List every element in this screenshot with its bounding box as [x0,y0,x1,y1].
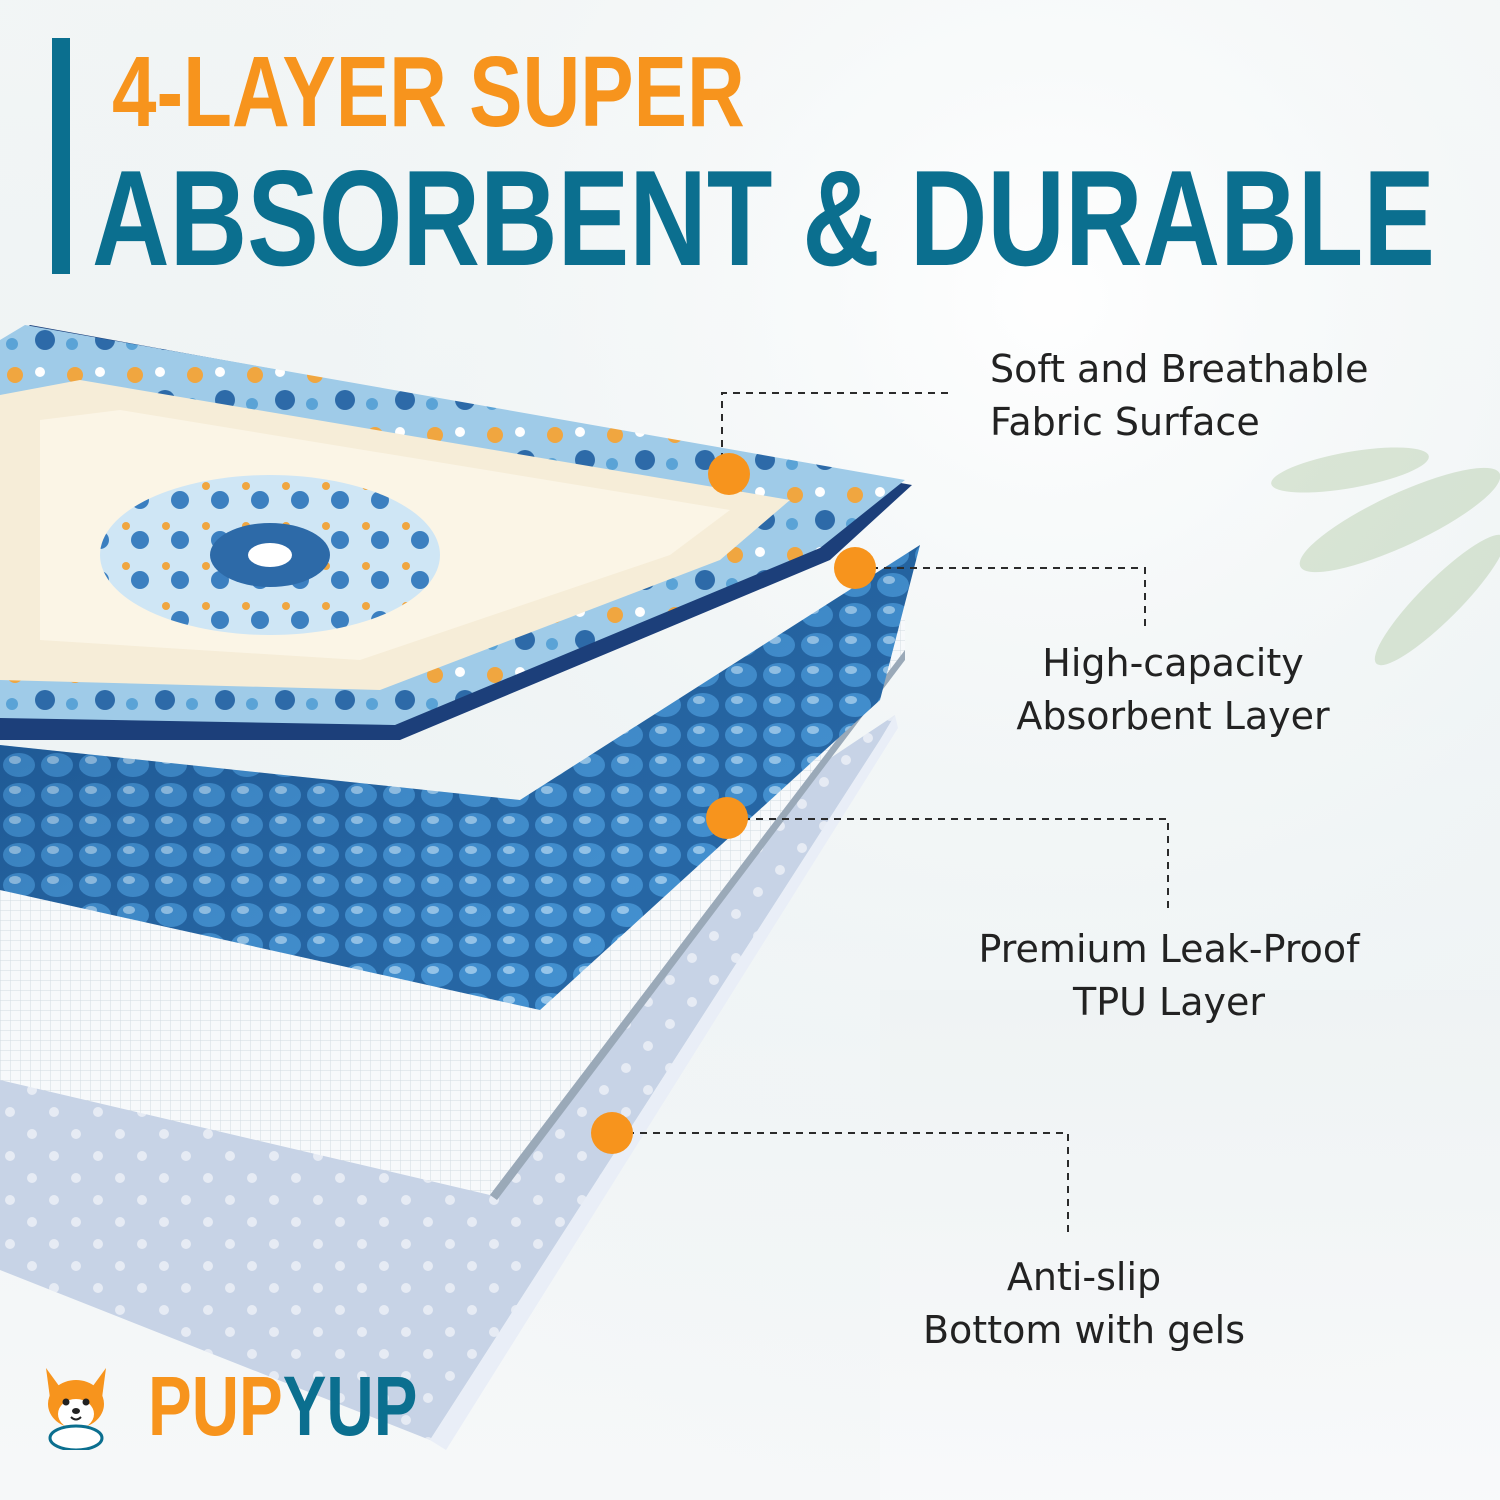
marker-dot-tpu [706,797,748,839]
callout-anti-slip-bottom: Anti-slip Bottom with gels [892,1251,1276,1357]
callout-line: Fabric Surface [990,400,1260,444]
callout-line: Anti-slip [1006,1255,1162,1299]
brand-wordmark: PUPYUP [148,1364,417,1448]
corgi-icon [46,1368,106,1450]
callout-line: Absorbent Layer [1016,694,1330,738]
callout-line: High-capacity [1042,641,1304,685]
callout-line: Soft and Breathable [990,347,1369,391]
callout-line: Bottom with gels [922,1308,1246,1352]
callout-fabric-surface: Soft and Breathable Fabric Surface [990,343,1368,449]
plant-decoration [1271,447,1500,666]
callout-line: TPU Layer [1073,980,1265,1024]
headline-line-2: ABSORBENT & DURABLE [92,142,1435,294]
callout-tpu-layer: Premium Leak-Proof TPU Layer [938,923,1400,1029]
title-accent-bar [52,38,70,274]
brand-part-1: PUP [148,1359,283,1453]
marker-dot-anti-slip [591,1112,633,1154]
brand-part-2: YUP [282,1359,418,1453]
marker-dot-fabric [708,453,750,495]
callout-line: Premium Leak-Proof [978,927,1360,971]
headline-line-1: 4-LAYER SUPER [112,36,745,148]
brand-logo: PUPYUP [40,1362,417,1452]
callout-absorbent-layer: High-capacity Absorbent Layer [990,637,1356,743]
marker-dot-absorbent [834,547,876,589]
callout-leader-lines [614,392,1169,1238]
